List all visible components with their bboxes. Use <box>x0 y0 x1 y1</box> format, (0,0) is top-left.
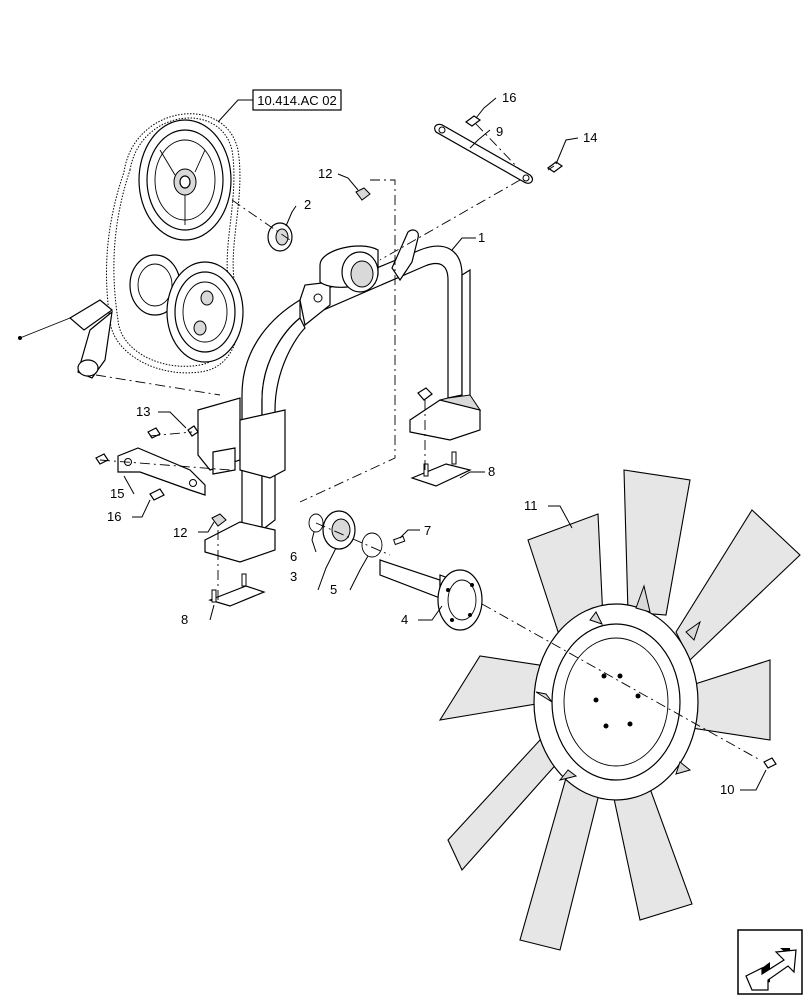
callout-3[interactable]: 3 <box>290 569 297 584</box>
hardware <box>95 115 777 769</box>
callout-16-top[interactable]: 16 <box>502 90 516 105</box>
callout-5[interactable]: 5 <box>330 582 337 597</box>
callout-7[interactable]: 7 <box>424 523 431 538</box>
callout-leaders <box>123 97 767 791</box>
reference-box[interactable]: 10.414.AC 02 <box>217 89 342 123</box>
callout-11[interactable]: 11 <box>524 498 538 513</box>
reference-label[interactable]: 10.414.AC 02 <box>257 93 337 108</box>
cooling-fan[interactable] <box>438 469 801 951</box>
callout-10[interactable]: 10 <box>720 782 734 797</box>
callout-8-left[interactable]: 8 <box>181 612 188 627</box>
pulley-belt-assembly <box>18 113 244 396</box>
callout-numbers: 1 2 3 4 5 6 7 8 8 9 10 11 12 12 13 14 15… <box>107 90 734 797</box>
callout-2[interactable]: 2 <box>304 197 311 212</box>
callout-12-top[interactable]: 12 <box>318 166 332 181</box>
callout-6[interactable]: 6 <box>290 549 297 564</box>
callout-13[interactable]: 13 <box>136 404 150 419</box>
assembly-lines <box>99 123 761 761</box>
fan-blade <box>623 469 691 616</box>
fan-shaft[interactable] <box>379 559 483 631</box>
callout-12-bottom[interactable]: 12 <box>173 525 187 540</box>
callout-15[interactable]: 15 <box>110 486 124 501</box>
callout-16-bottom[interactable]: 16 <box>107 509 121 524</box>
link-rod[interactable] <box>434 123 534 184</box>
callout-9[interactable]: 9 <box>496 124 503 139</box>
frame-bracket[interactable] <box>197 229 482 563</box>
callout-4[interactable]: 4 <box>401 612 408 627</box>
callout-14[interactable]: 14 <box>583 130 597 145</box>
callout-8-right[interactable]: 8 <box>488 464 495 479</box>
callout-1[interactable]: 1 <box>478 230 485 245</box>
fan-blade <box>519 777 601 951</box>
fan-blade <box>447 739 561 871</box>
next-page-arrow-icon[interactable] <box>737 929 803 995</box>
